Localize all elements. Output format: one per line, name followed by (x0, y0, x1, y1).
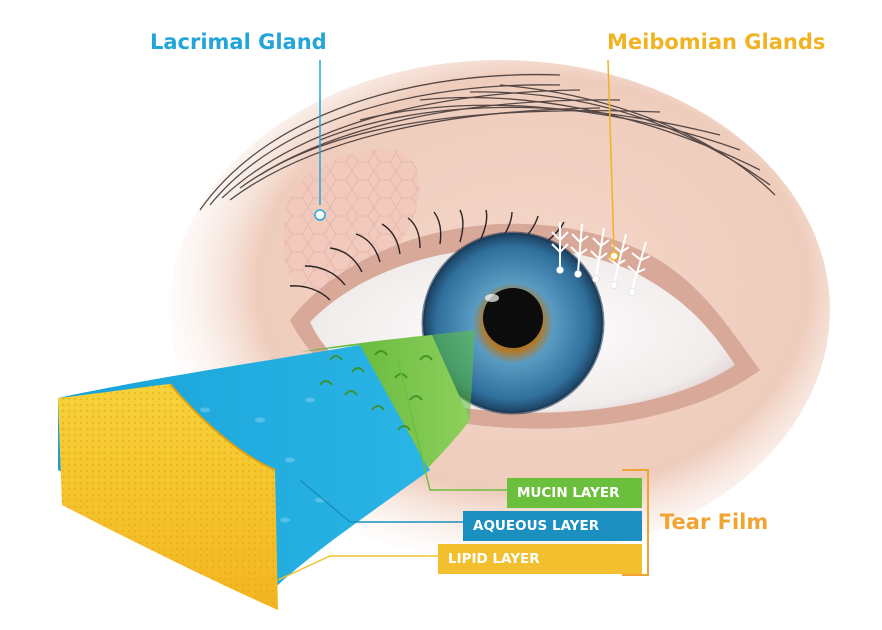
lacrimal-gland-label: Lacrimal Gland (150, 30, 327, 54)
eyebrow (199, 73, 776, 211)
lipid-layer-label: LIPID LAYER (438, 544, 642, 574)
tear-film-label: Tear Film (660, 510, 769, 534)
mucin-layer-shape (300, 335, 470, 468)
meibomian-glands-label: Meibomian Glands (607, 30, 826, 54)
mucin-layer-label: MUCIN LAYER (507, 478, 642, 508)
aqueous-layer-label: AQUEOUS LAYER (463, 511, 642, 541)
meibomian-glands-shape (551, 222, 651, 291)
pupil (483, 288, 543, 348)
